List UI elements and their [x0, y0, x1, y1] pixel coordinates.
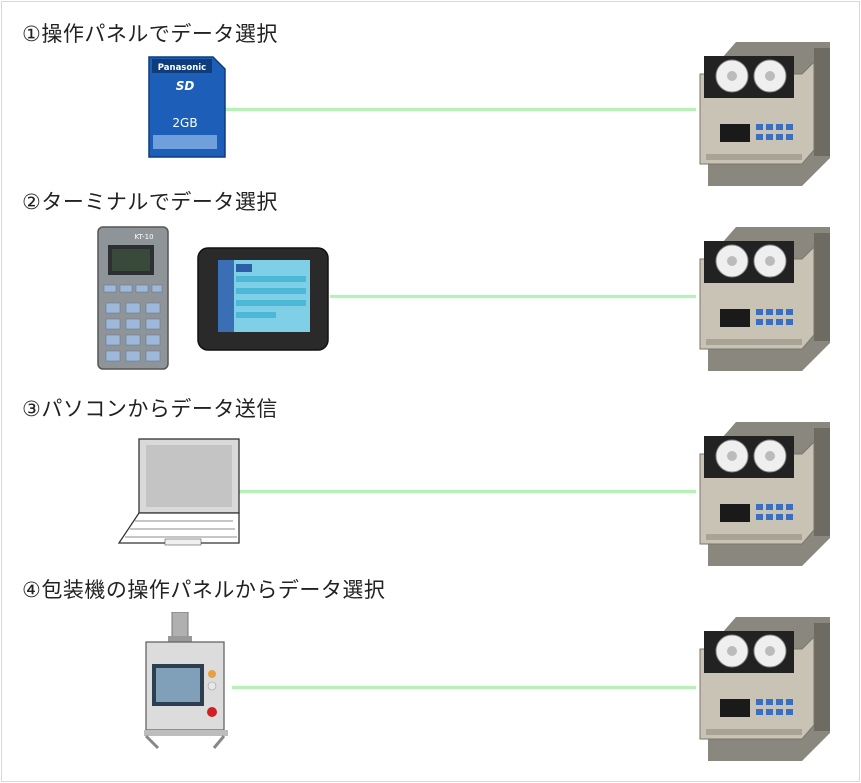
link-line-2	[330, 295, 696, 298]
packaging-machine-panel-image	[142, 612, 230, 752]
sd-logo-text: SD	[176, 79, 195, 93]
sd-capacity-text: 2GB	[172, 116, 197, 130]
method-4-heading: ④包装機の操作パネルからデータ選択	[22, 578, 386, 602]
sd-brand-text: Panasonic	[158, 63, 206, 73]
method-1-heading: ①操作パネルでデータ選択	[22, 22, 278, 46]
link-line-3	[238, 490, 696, 493]
printer-image-2	[694, 225, 832, 375]
printer-image-1	[694, 40, 832, 190]
laptop-image	[115, 435, 243, 553]
method-3-heading: ③パソコンからデータ送信	[22, 397, 278, 421]
handheld-model-text: KT-10	[134, 233, 153, 241]
handheld-terminal-image: KT-10	[96, 225, 170, 371]
link-line-1	[224, 108, 696, 111]
sd-card-image: Panasonic SD 2GB	[147, 55, 227, 159]
method-2-heading: ②ターミナルでデータ選択	[22, 190, 278, 214]
printer-image-4	[694, 615, 832, 765]
link-line-4	[232, 686, 696, 689]
touch-panel-terminal-image	[196, 246, 330, 352]
printer-image-3	[694, 420, 832, 570]
